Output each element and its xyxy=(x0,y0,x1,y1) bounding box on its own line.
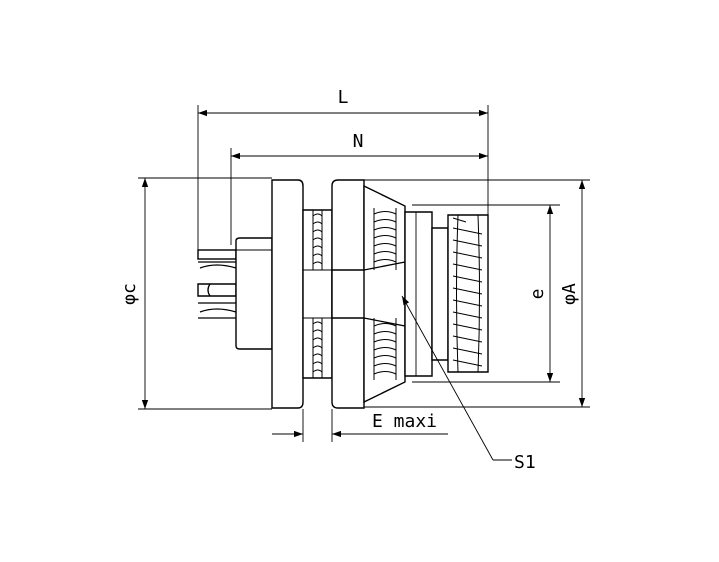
rear-flange xyxy=(271,179,304,409)
front-nut-thread xyxy=(447,214,489,373)
leader-S1 xyxy=(401,295,512,461)
label-e: e xyxy=(527,289,548,300)
label-phi-A: φA xyxy=(559,283,580,305)
front-thread xyxy=(363,184,406,404)
dimension-E-maxi: E maxi xyxy=(272,409,448,442)
label-S1: S1 xyxy=(514,452,536,473)
label-E-maxi: E maxi xyxy=(372,411,437,432)
label-phi-c: φc xyxy=(119,283,140,305)
connector-body xyxy=(197,179,512,461)
dimension-phi-A: φA xyxy=(360,179,590,408)
dimension-phi-c: φc xyxy=(119,177,272,410)
rear-insulator xyxy=(235,237,273,350)
dimension-N: N xyxy=(230,131,488,245)
nut-thread xyxy=(302,209,333,379)
dimension-e: e xyxy=(412,204,560,383)
coupling-body xyxy=(404,211,449,377)
label-L: L xyxy=(338,87,349,108)
dimension-L: L xyxy=(197,87,489,258)
label-N: N xyxy=(353,131,364,152)
contact-pins xyxy=(197,249,237,319)
